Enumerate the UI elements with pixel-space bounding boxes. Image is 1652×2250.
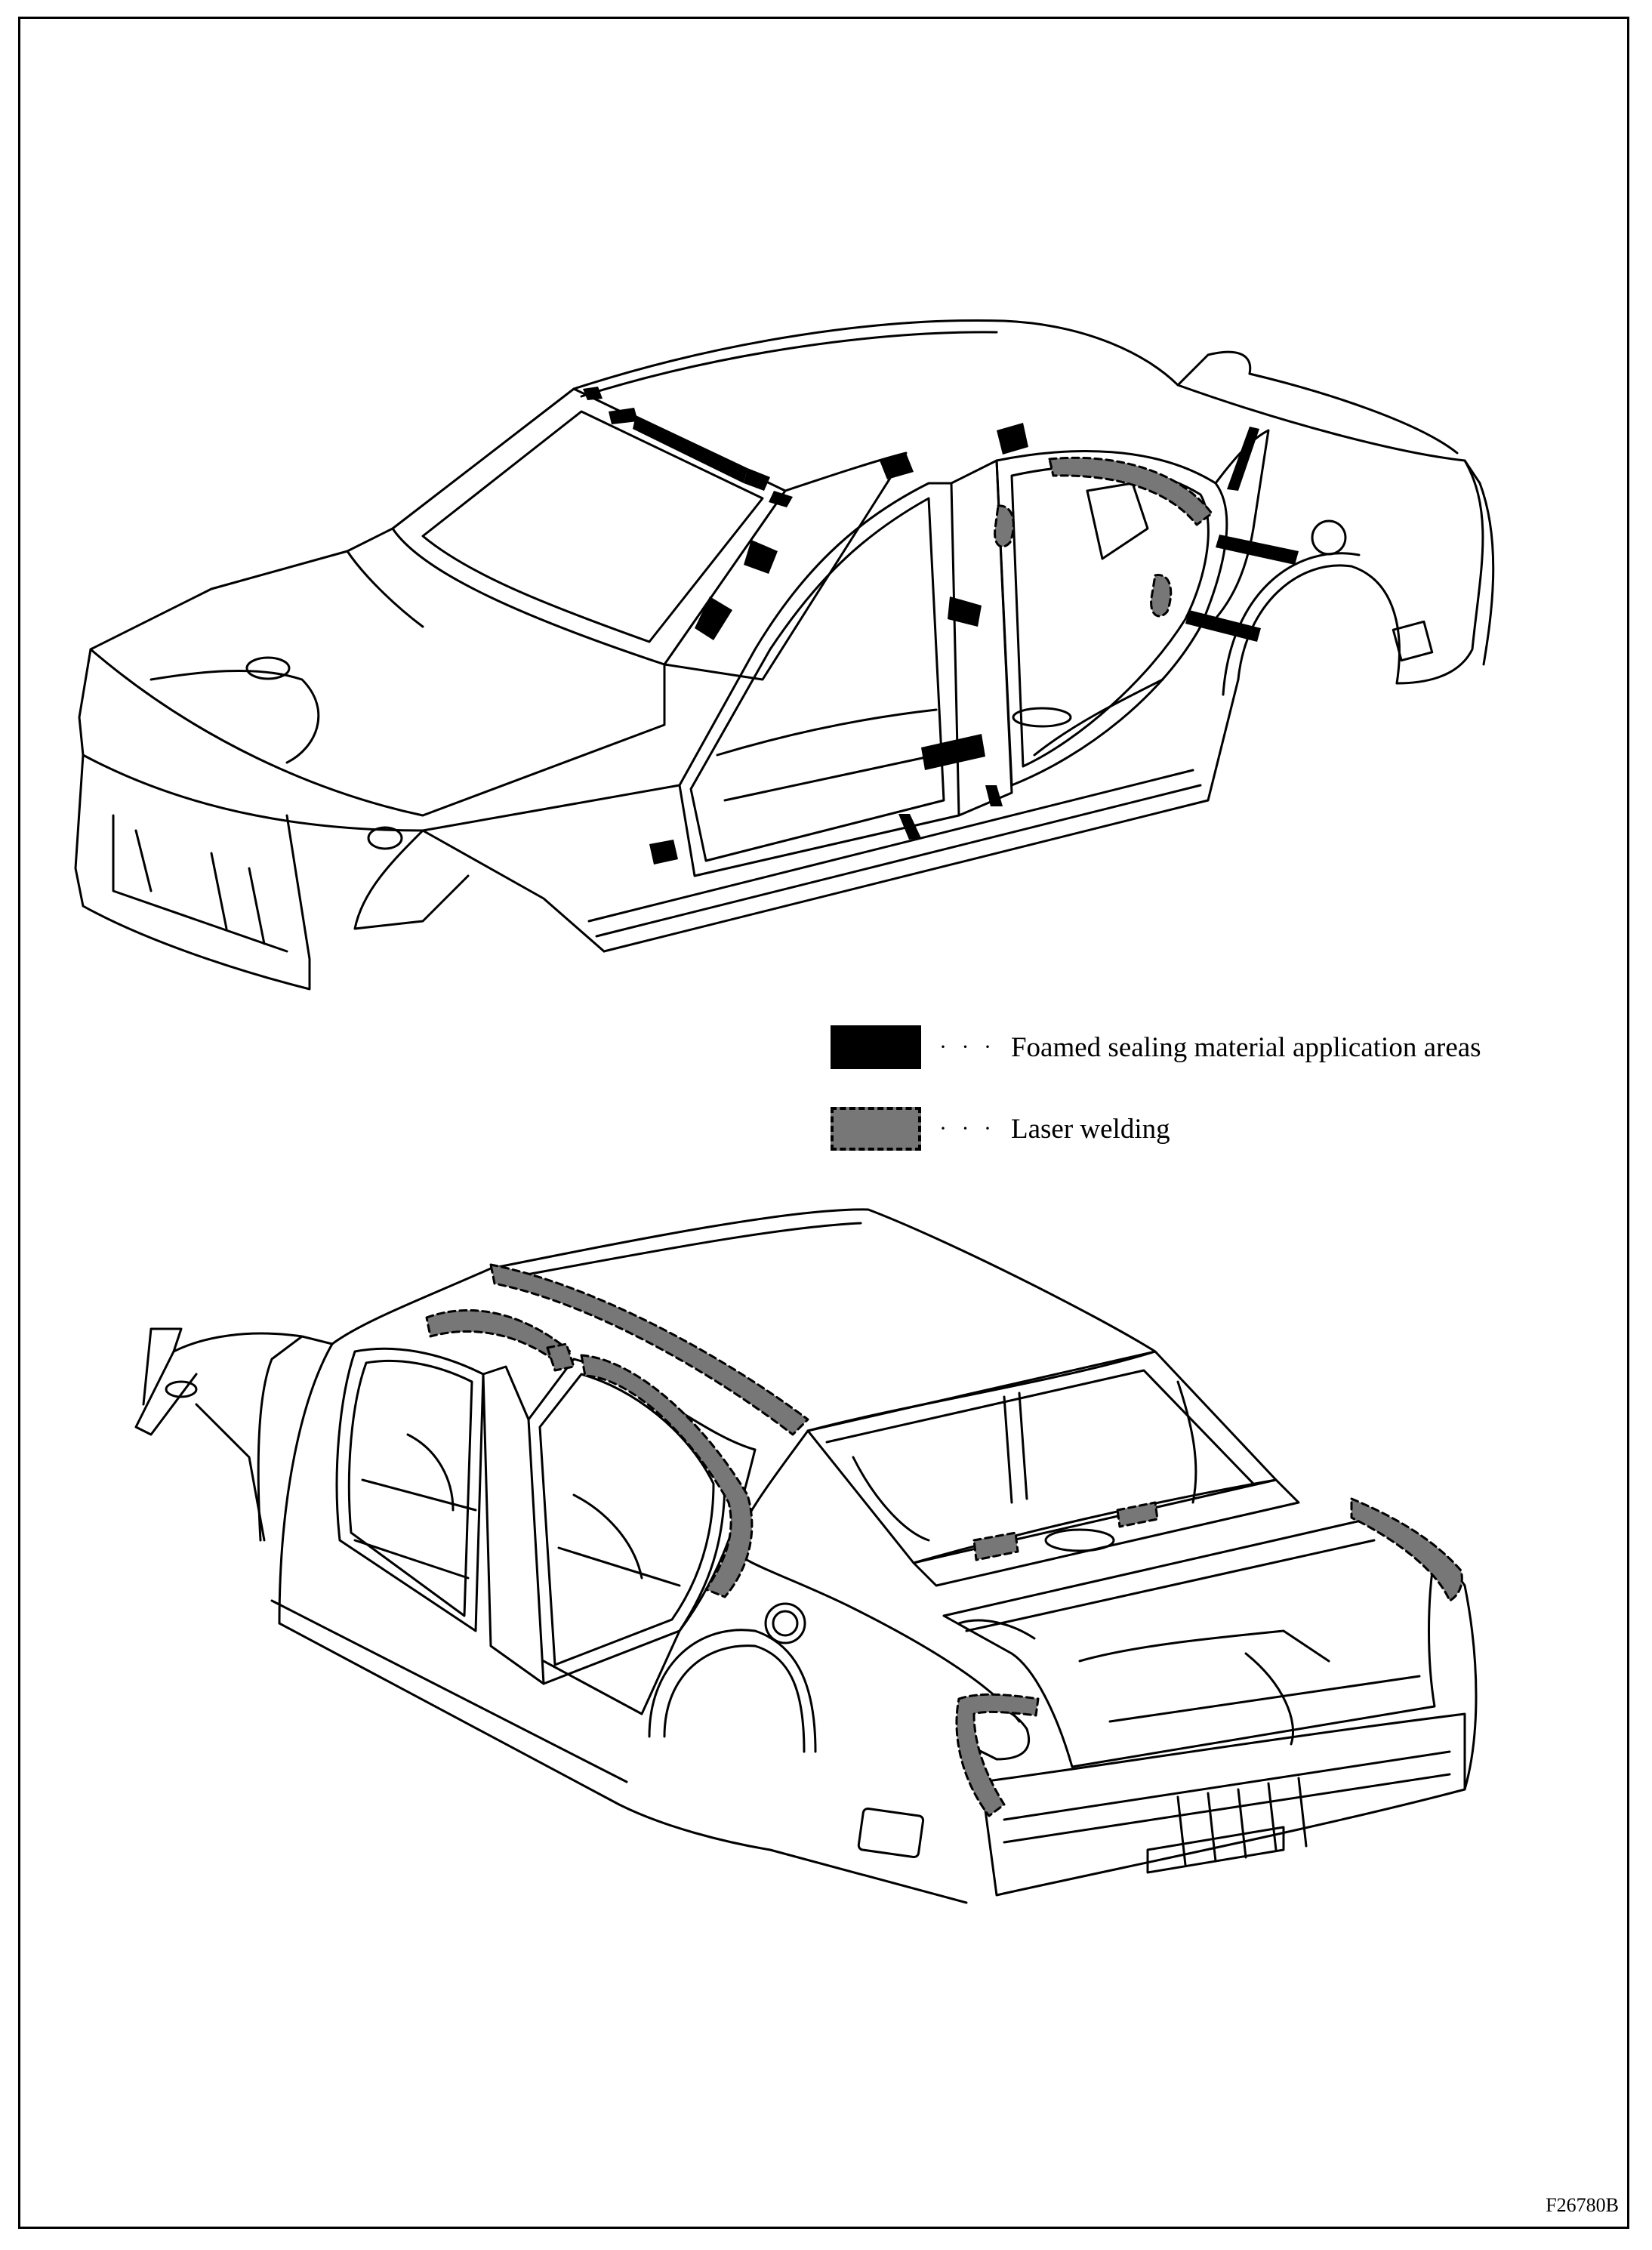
laser-weld-roof-rail [489, 1263, 809, 1436]
laser-weld-rear-door-frame [580, 1354, 754, 1598]
laser-welding-rear-view [425, 1263, 1463, 1817]
laser-weld-front-door-upper [425, 1309, 572, 1368]
legend-dots: · · · [939, 1116, 996, 1141]
rear-door-opening-rear-view [527, 1358, 726, 1685]
body-shell-rear-view [134, 1208, 1478, 1904]
front-door-opening [678, 482, 960, 877]
foam-swatch [831, 1025, 921, 1069]
laser-weld-right-quarter [1350, 1497, 1463, 1602]
rear-door-opening [995, 450, 1228, 787]
legend-foam-row: · · · Foamed sealing material applicatio… [831, 1025, 1481, 1069]
body-shell-front-view [74, 319, 1495, 991]
foam-label: Foamed sealing material application area… [1010, 1031, 1481, 1063]
rear-panel [980, 1712, 1466, 1897]
laser-welding-front-view [994, 456, 1213, 618]
laser-swatch [831, 1107, 921, 1151]
windshield-frame [391, 387, 787, 666]
front-door-opening-rear-view [335, 1347, 485, 1632]
laser-label: Laser welding [1010, 1113, 1170, 1145]
laser-weld-shelf-left [972, 1531, 1019, 1561]
roof-outline-front-view [572, 319, 1252, 390]
legend-dots: · · · [939, 1034, 996, 1059]
figure-code: F26780B [1546, 2194, 1619, 2216]
radiator-support [74, 754, 311, 991]
laser-weld-tail-light [955, 1693, 1040, 1817]
rear-window-frame [806, 1350, 1278, 1564]
laser-weld-b-pillar-top [546, 1342, 575, 1372]
engine-bay-outline [78, 527, 394, 757]
diagram-frame [18, 17, 1629, 2229]
legend-laser-row: · · · Laser welding [831, 1107, 1170, 1151]
roof-outline-rear-view [489, 1208, 1157, 1432]
laser-weld-shelf-right [1116, 1501, 1159, 1528]
trunk-opening [942, 1516, 1436, 1768]
foam-sealing-areas [583, 387, 1299, 865]
